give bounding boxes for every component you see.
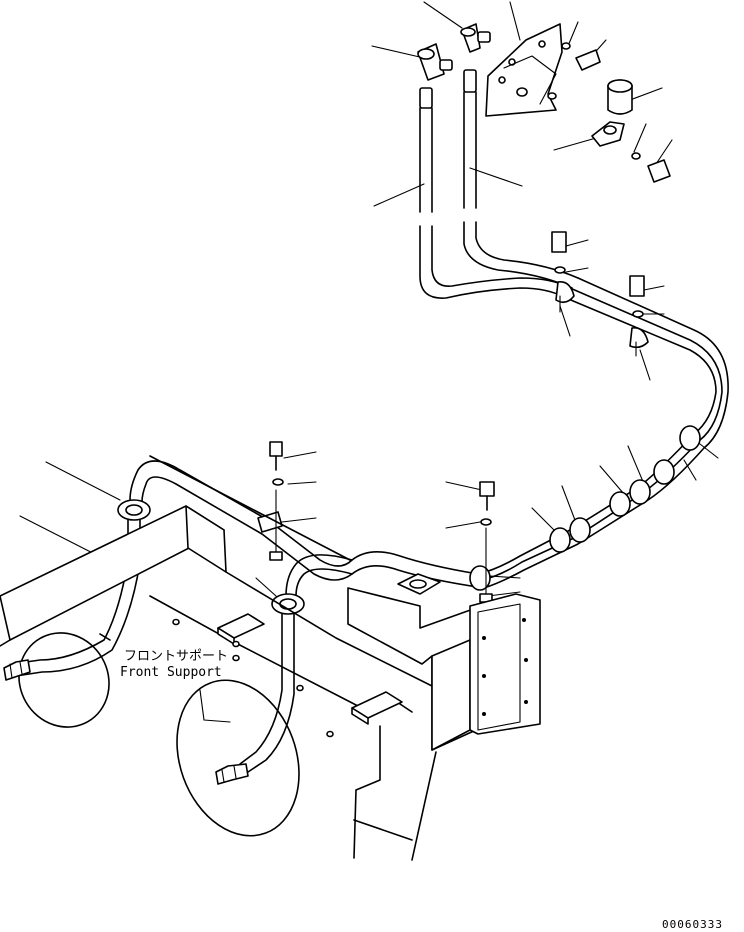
detail-views — [3, 632, 300, 837]
grommets — [117, 499, 305, 615]
front-support-label-en: Front Support — [120, 665, 222, 680]
frame-structure — [0, 455, 541, 861]
upper-hardware — [417, 23, 671, 183]
clamps — [257, 231, 701, 591]
front-support-label-jp: フロントサポート — [124, 649, 229, 664]
mid-bolts — [269, 441, 495, 603]
drawing-code: 00060333 — [662, 918, 723, 931]
